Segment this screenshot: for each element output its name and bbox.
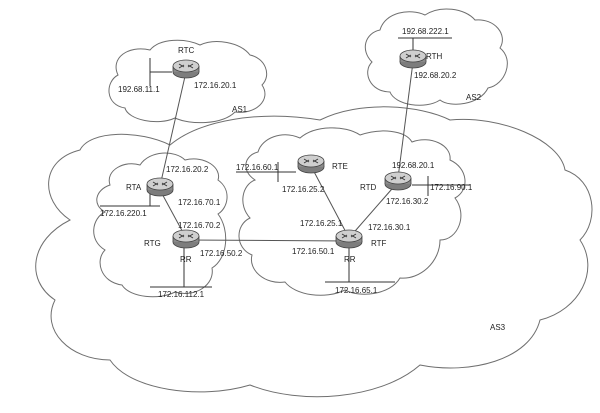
rtd-lan-segment <box>412 176 470 196</box>
addr-rtd-lan: 172.16.90.1 <box>430 183 473 192</box>
rte-rtd-rtf-cloud <box>238 127 466 296</box>
rta-rtg-cloud <box>93 152 228 298</box>
rtc-lan-segment <box>149 58 172 86</box>
as3-label: AS3 <box>490 323 506 332</box>
router-rtf-label: RTF <box>371 239 387 248</box>
router-rtc-label: RTC <box>178 46 195 55</box>
addr-rth-wan: 192.68.20.2 <box>414 71 457 80</box>
rtf-rr-label: RR <box>344 255 356 264</box>
link-rte-rtf <box>310 165 350 239</box>
addr-rte-lan: 172.16.60.1 <box>236 163 279 172</box>
router-rtc-icon <box>172 59 200 79</box>
addr-rtd-down: 172.16.30.2 <box>386 197 429 206</box>
router-rtd-icon <box>384 171 412 191</box>
router-rtf-icon <box>335 229 363 249</box>
router-rth-icon <box>399 49 427 69</box>
router-rtd-label: RTD <box>360 183 377 192</box>
link-rtc-rta <box>159 71 187 187</box>
addr-rtc-wan: 172.16.20.1 <box>194 81 237 90</box>
router-rta-icon <box>146 177 174 197</box>
as1-cloud <box>108 39 268 124</box>
link-rth-rtd <box>397 61 414 179</box>
addr-rtf-up-left: 172.16.25.1 <box>300 219 343 228</box>
rtg-lan-segment <box>150 248 212 288</box>
rtf-lan-segment <box>325 246 395 283</box>
router-rte-icon <box>297 154 325 174</box>
addr-rth-top: 192.68.222.1 <box>402 27 449 36</box>
addr-rtf-up-right: 172.16.30.1 <box>368 223 411 232</box>
link-rtd-rtf <box>348 181 399 239</box>
router-rte-label: RTE <box>332 162 348 171</box>
router-rtg-icon <box>172 229 200 249</box>
addr-rtc-lan: 192.68.11.1 <box>118 85 160 94</box>
link-rtg-rtf <box>185 239 350 242</box>
addr-rta-up: 172.16.20.2 <box>166 165 209 174</box>
as1-label: AS1 <box>232 105 248 114</box>
router-rta-label: RTA <box>126 183 142 192</box>
addr-rtg-right: 172.16.50.2 <box>200 249 243 258</box>
router-rth-label: RTH <box>426 52 443 61</box>
as2-cloud <box>364 8 508 106</box>
rta-lan-segment <box>100 192 160 207</box>
addr-rtg-up: 172.16.70.2 <box>178 221 221 230</box>
rte-lan-segment <box>236 162 296 182</box>
router-rtg-label: RTG <box>144 239 161 248</box>
addr-rta-down: 172.16.70.1 <box>178 198 221 207</box>
addr-rtf-left: 172.16.50.1 <box>292 247 335 256</box>
addr-rta-lan: 172.16.220.1 <box>100 209 147 218</box>
addr-rtf-lan: 172.16.65.1 <box>335 286 378 295</box>
addr-rtd-up: 192.68.20.1 <box>392 161 435 170</box>
as2-label: AS2 <box>466 93 482 102</box>
rtg-rr-label: RR <box>180 255 192 264</box>
addr-rtg-lan: 172.16.112.1 <box>158 290 205 299</box>
addr-rte-down: 172.16.25.2 <box>282 185 325 194</box>
